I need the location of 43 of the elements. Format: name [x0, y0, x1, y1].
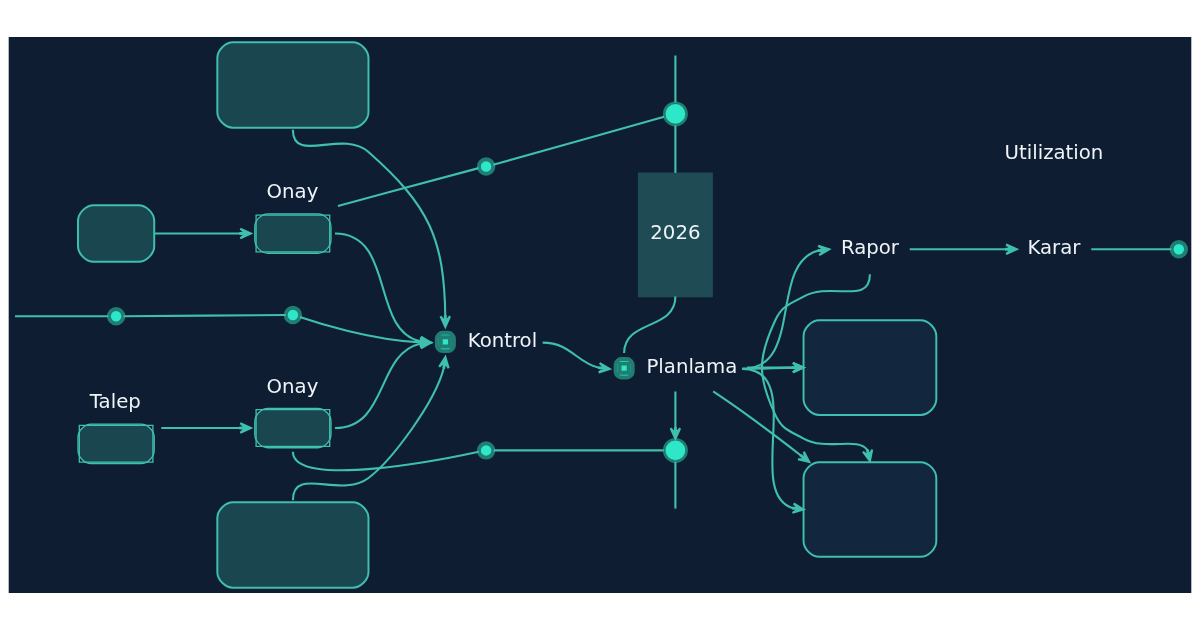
connector [337, 167, 479, 207]
node-label: Onay [266, 374, 319, 398]
connector [15, 315, 109, 318]
node-box [216, 501, 370, 589]
connector [492, 115, 665, 166]
node-box [216, 41, 370, 129]
arrow [161, 422, 252, 434]
arrow [542, 341, 611, 374]
node-circle [1169, 240, 1188, 259]
node-circle [476, 157, 496, 176]
connector [623, 296, 677, 354]
arrow [742, 244, 831, 370]
connector [674, 55, 677, 103]
connector [674, 125, 677, 173]
node-text: Karar [1027, 235, 1081, 259]
connector [674, 461, 677, 509]
arrow [154, 227, 252, 240]
arrow [742, 367, 805, 514]
node-circle [106, 307, 126, 326]
arrow [291, 356, 450, 501]
node-circle [283, 305, 303, 325]
connector [493, 449, 664, 452]
arrow [760, 274, 874, 462]
node-box [802, 461, 938, 558]
node-circle [476, 441, 496, 460]
arrow [291, 129, 452, 328]
node-label: Onay [266, 180, 319, 204]
arrow [712, 390, 811, 464]
arrow [909, 243, 1018, 256]
node-circle [662, 101, 688, 127]
node-label: Kontrol [467, 328, 538, 352]
node-box [77, 204, 156, 263]
node-box [802, 319, 938, 416]
connector [291, 450, 480, 472]
connector [1091, 248, 1172, 251]
connector [123, 314, 286, 318]
node-label: Planlama [646, 354, 738, 378]
node-box: 2026 [637, 172, 713, 298]
node-text: Rapor [840, 235, 899, 259]
node-circle [662, 437, 688, 463]
label: Utilization [1004, 141, 1104, 165]
node-label: Talep [89, 390, 141, 414]
arrow [669, 391, 682, 440]
